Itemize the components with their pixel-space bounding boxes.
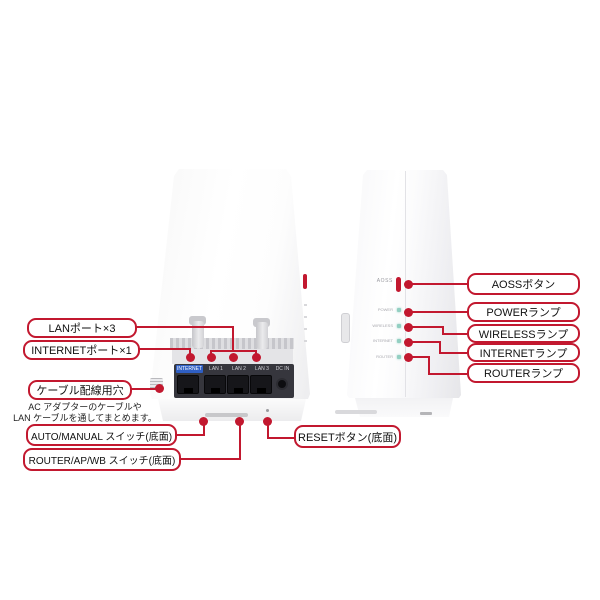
callout-line — [130, 388, 158, 390]
callout-dot — [404, 338, 413, 347]
port-panel: INTERNET LAN 1 LAN 2 LAN 3 DC IN — [174, 364, 294, 398]
callout-line — [439, 352, 467, 354]
callout-dot — [207, 353, 216, 362]
callout-dot — [404, 308, 413, 317]
callout-line — [428, 356, 430, 375]
mount-post-cap — [189, 316, 206, 325]
callout-lan-ports: LANポート×3 — [27, 318, 137, 338]
callout-line — [442, 333, 467, 335]
callout-line — [267, 437, 294, 439]
internet-port-label: INTERNET — [176, 365, 203, 373]
wireless-led — [397, 324, 401, 328]
callout-line — [428, 373, 467, 375]
callout-line — [139, 348, 191, 350]
callout-line — [439, 341, 441, 354]
callout-dot — [404, 353, 413, 362]
callout-router-ap-wb-switch: ROUTER/AP/WB スイッチ(底面) — [23, 448, 181, 471]
aoss-button — [396, 277, 401, 292]
lan3-port-jack — [250, 375, 272, 394]
callout-reset-button: RESETボタン(底面) — [294, 425, 401, 448]
callout-router-lamp: ROUTERランプ — [467, 363, 580, 383]
callout-cable-hole: ケーブル配線用穴 — [28, 380, 132, 400]
callout-line — [442, 326, 444, 335]
callout-line — [239, 423, 241, 460]
cable-hole-note-line2: LAN ケーブルを通してまとめます。 — [13, 412, 157, 423]
lan1-port-label: LAN 1 — [209, 366, 223, 372]
bottom-stand-slot — [205, 413, 248, 417]
callout-aoss-button: AOSSボタン — [467, 273, 580, 295]
cable-hole-note-line1: AC アダプターのケーブルや — [28, 402, 142, 412]
router-base-side — [355, 398, 453, 417]
callout-dot — [186, 353, 195, 362]
internet-led-label: INTERNET — [373, 338, 393, 343]
stand-foot — [335, 410, 377, 414]
rubber-foot — [420, 412, 432, 415]
callout-line — [136, 326, 234, 328]
internet-port-jack — [177, 375, 199, 394]
callout-power-lamp: POWERランプ — [467, 302, 580, 322]
callout-dot — [263, 417, 272, 426]
router-side-view: AOSS POWER WIRELESS INTERNET ROUTER — [335, 167, 465, 420]
callout-line — [267, 423, 269, 439]
router-base-rear — [158, 399, 306, 421]
router-led-label: ROUTER — [376, 354, 393, 359]
lan2-port-label: LAN 2 — [232, 366, 246, 372]
router-led — [397, 355, 401, 359]
lan1-port-jack — [204, 375, 226, 394]
callout-line — [408, 311, 467, 313]
callout-dot — [252, 353, 261, 362]
callout-auto-manual-switch: AUTO/MANUAL スイッチ(底面) — [26, 424, 177, 446]
internet-led — [397, 339, 401, 343]
lan2-port-jack — [227, 375, 249, 394]
mount-post — [256, 322, 268, 349]
callout-wireless-lamp: WIRELESSランプ — [467, 324, 580, 343]
callout-dot — [235, 417, 244, 426]
callout-dot — [199, 417, 208, 426]
callout-line — [408, 326, 444, 328]
power-led — [397, 308, 401, 312]
power-led-label: POWER — [377, 307, 393, 312]
lan3-port-label: LAN 3 — [255, 366, 269, 372]
callout-internet-lamp: INTERNETランプ — [467, 343, 580, 362]
side-led-edge-marks — [304, 304, 307, 350]
wall-hook-tab — [341, 313, 350, 343]
callout-line — [408, 283, 467, 285]
callout-line — [210, 350, 257, 352]
callout-dot — [404, 280, 413, 289]
aoss-button-edge — [303, 274, 307, 289]
callout-line — [232, 326, 234, 352]
callout-line — [408, 341, 441, 343]
reset-hole — [266, 409, 269, 412]
callout-line — [408, 356, 430, 358]
callout-dot — [155, 384, 164, 393]
callout-internet-port: INTERNETポート×1 — [23, 340, 140, 360]
callout-dot — [229, 353, 238, 362]
dc-in-label: DC IN — [275, 366, 290, 372]
aoss-print-label: AOSS — [376, 278, 393, 284]
callout-dot — [404, 323, 413, 332]
callout-line — [180, 458, 241, 460]
callout-line — [176, 434, 205, 436]
cable-hole-note: AC アダプターのケーブルや LAN ケーブルを通してまとめます。 — [10, 402, 160, 423]
router-back-view: INTERNET LAN 1 LAN 2 LAN 3 DC IN — [148, 166, 318, 422]
wireless-led-label: WIRELESS — [372, 323, 393, 328]
callout-line — [203, 423, 205, 436]
callout-line — [189, 348, 191, 356]
dc-in-jack — [276, 378, 288, 390]
